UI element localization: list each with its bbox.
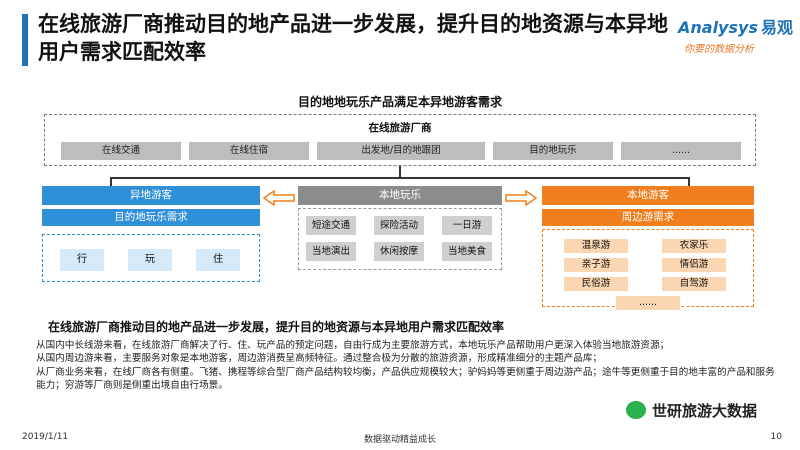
local-tourist-head: 本地游客 (542, 186, 754, 205)
nearby-tile-farm-stay: 农家乐 (662, 239, 726, 253)
demand-chip-play: 玩 (128, 249, 172, 271)
vendors-chip-row: 在线交通 在线住宿 出发地/目的地跟团 目的地玩乐 ...... (61, 142, 741, 160)
footer-page-number: 10 (770, 432, 782, 442)
vendor-chip-destination-fun: 目的地玩乐 (493, 142, 613, 160)
diagram-title: 目的地地玩乐产品满足本异地游客需求 (297, 95, 502, 109)
online-travel-vendors-box: 在线旅游厂商 在线交通 在线住宿 出发地/目的地跟团 目的地玩乐 ...... (44, 114, 756, 166)
local-fun-tile-adventure: 探险活动 (374, 216, 424, 235)
nearby-tile-hot-spring: 温泉游 (564, 239, 628, 253)
footer-slogan: 数据驱动精益成长 (363, 435, 436, 445)
body-paragraph-nearby: 从国内周边游来看，主要服务对象是本地游客，周边游消费呈高频特征。通过整合极为分散… (36, 353, 603, 365)
footer: 2019/1/11 数据驱动精益成长 10 (0, 432, 800, 450)
nearby-tile-family: 亲子游 (564, 258, 628, 272)
nearby-tile-self-drive: 自驾游 (662, 277, 726, 291)
summary-heading: 在线旅游厂商推动目的地产品进一步发展，提升目的地资源与本异地用户需求匹配效率 (48, 320, 505, 334)
local-fun-head: 本地玩乐 (298, 186, 502, 205)
wechat-watermark: 世研旅游大数据 (626, 400, 757, 421)
watermark-text: 世研旅游大数据 (652, 402, 758, 420)
nonlocal-tourist-head: 异地游客 (42, 186, 260, 205)
demand-chip-stay: 住 (196, 249, 240, 271)
arrow-right-icon (505, 190, 538, 206)
vendor-chip-more: ...... (621, 142, 741, 160)
local-fun-tile-food: 当地美食 (442, 242, 492, 261)
wechat-icon (626, 400, 646, 419)
nonlocal-demand-frame (42, 234, 260, 282)
connector-horizontal (110, 177, 690, 179)
logo-tagline: 你要的数据分析 (684, 44, 754, 55)
logo-brand-cn: 易观 (760, 18, 793, 37)
nearby-travel-demand: 周边游需求 (542, 209, 754, 226)
local-fun-tile-day-trip: 一日游 (442, 216, 492, 235)
vendor-chip-group-tour: 出发地/目的地跟团 (317, 142, 485, 160)
destination-fun-demand: 目的地玩乐需求 (42, 209, 260, 226)
nearby-tile-more: ...... (616, 296, 680, 310)
vendors-label: 在线旅游厂商 (368, 122, 432, 134)
local-fun-tile-show: 当地演出 (306, 242, 356, 261)
logo-brand-en: Analysys (678, 18, 758, 37)
local-fun-section: 本地玩乐 短途交通 探险活动 一日游 当地演出 休闲按摩 当地美食 (298, 186, 502, 288)
local-tourist-section: 本地游客 周边游需求 温泉游 农家乐 亲子游 情侣游 民俗游 自驾游 .....… (542, 186, 754, 310)
connector-vertical-main (399, 166, 401, 178)
connector-left-drop (110, 177, 112, 186)
local-fun-tile-short-transport: 短途交通 (306, 216, 356, 235)
footer-date: 2019/1/11 (22, 432, 69, 442)
title-accent-bar (22, 14, 28, 66)
page-title: 在线旅游厂商推动目的地产品进一步发展，提升目的地资源与本异地用户需求匹配效率 (38, 12, 668, 64)
vendor-chip-transport: 在线交通 (61, 142, 181, 160)
arrow-left-icon (262, 190, 295, 206)
demand-chip-travel: 行 (60, 249, 104, 271)
connector-right-drop (688, 177, 690, 186)
local-fun-tile-massage: 休闲按摩 (374, 242, 424, 261)
local-fun-frame (298, 208, 502, 270)
body-paragraph-vendors: 从厂商业务来看，在线厂商各有侧重。飞猪、携程等综合型厂商产品结构较均衡，产品供应… (36, 366, 775, 392)
nearby-tile-couple: 情侣游 (662, 258, 726, 272)
body-paragraph-long-haul: 从国内中长线游来看，在线旅游厂商解决了行、住、玩产品的预定问题，自由行成为主要旅… (36, 340, 670, 351)
nearby-tile-folk: 民俗游 (564, 277, 628, 291)
nonlocal-tourist-section: 异地游客 目的地玩乐需求 行 玩 住 (42, 186, 260, 288)
body-paragraphs: 从国内中长线游来看，在线旅游厂商解决了行、住、玩产品的预定问题，自由行成为主要旅… (36, 339, 776, 393)
vendor-chip-lodging: 在线住宿 (189, 142, 309, 160)
